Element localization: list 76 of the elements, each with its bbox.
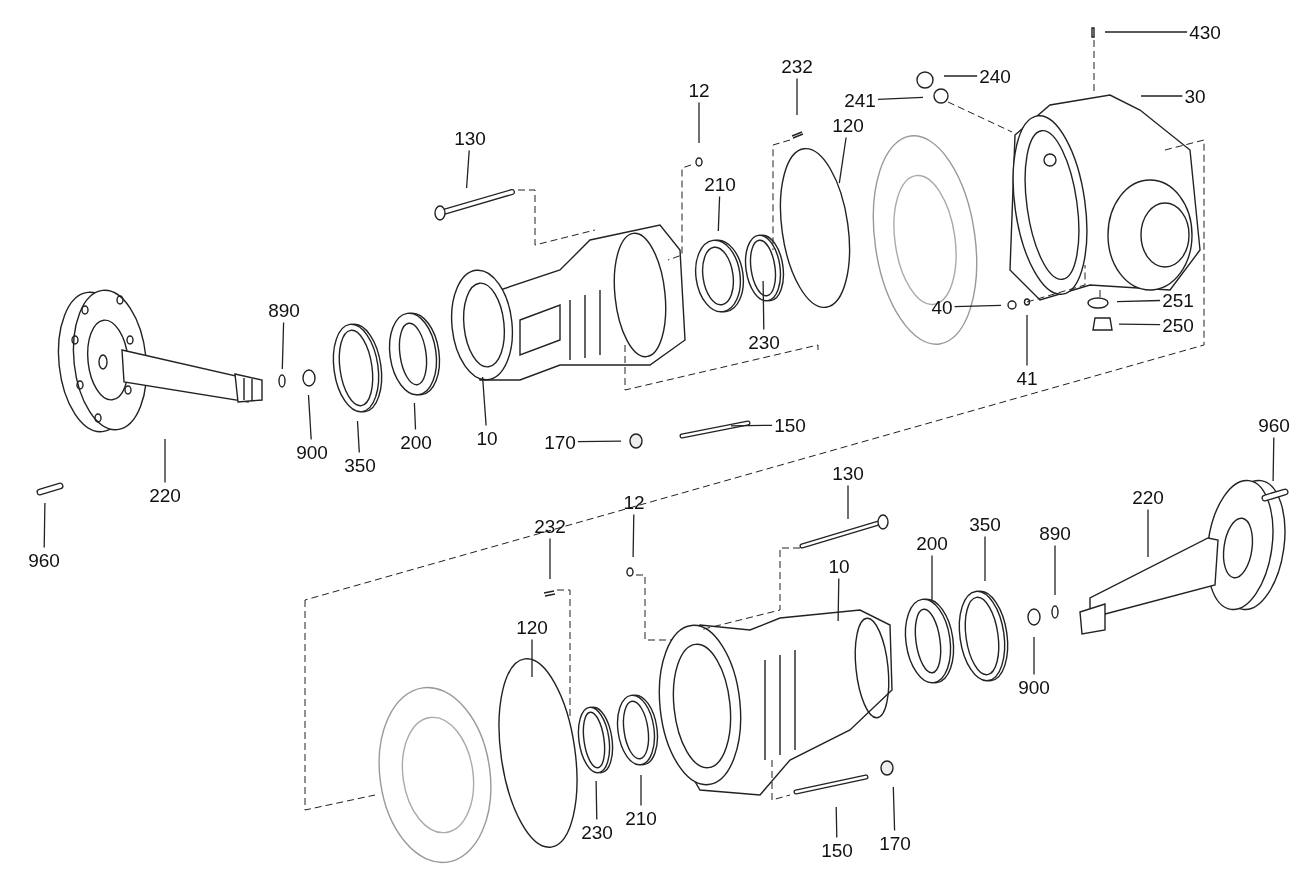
leader-line <box>1147 508 1149 558</box>
callout-number: 220 <box>1132 486 1164 508</box>
leader-line <box>762 280 765 331</box>
callout-number: 251 <box>1162 289 1194 311</box>
callout-number: 232 <box>781 55 813 77</box>
leader-line <box>164 438 166 484</box>
callout-number: 150 <box>774 414 806 436</box>
callout-number: 170 <box>879 832 911 854</box>
leader-line <box>1033 636 1035 676</box>
callout-number: 12 <box>688 79 710 101</box>
callout-number: 900 <box>296 441 328 463</box>
callout-number: 430 <box>1189 21 1221 43</box>
callout-number: 230 <box>748 331 780 353</box>
leader-line <box>413 402 417 431</box>
callout-number: 241 <box>844 89 876 111</box>
callout-number: 130 <box>454 127 486 149</box>
callout-number: 350 <box>969 513 1001 535</box>
callout-number: 890 <box>268 299 300 321</box>
leader-line <box>531 638 533 678</box>
leader-line <box>931 554 933 602</box>
callout-number: 960 <box>1258 414 1290 436</box>
leader-line <box>595 780 598 821</box>
leader-line <box>1118 323 1161 326</box>
callout-number: 150 <box>821 839 853 861</box>
leader-line <box>1272 436 1275 482</box>
leader-line <box>640 774 642 807</box>
callout-number: 232 <box>534 515 566 537</box>
leader-line <box>837 577 840 622</box>
leader-line <box>356 420 360 454</box>
leader-line <box>1116 299 1161 303</box>
callout-number: 210 <box>704 173 736 195</box>
callout-number: 200 <box>400 431 432 453</box>
leader-line <box>717 195 721 232</box>
leader-line <box>1054 544 1056 596</box>
leader-line <box>43 502 46 549</box>
leader-line <box>984 535 986 582</box>
leader-line <box>1140 95 1184 97</box>
leader-line <box>307 394 312 441</box>
callout-number: 960 <box>28 549 60 571</box>
leader-line <box>549 537 551 580</box>
leader-line <box>1104 31 1188 33</box>
callout-number: 900 <box>1018 676 1050 698</box>
callout-number: 130 <box>832 462 864 484</box>
leader-line <box>796 77 798 116</box>
callout-number: 120 <box>516 616 548 638</box>
leader-line <box>847 484 849 520</box>
callout-number: 170 <box>544 431 576 453</box>
callout-number: 890 <box>1039 522 1071 544</box>
leader-line <box>698 101 700 144</box>
callout-number: 12 <box>623 491 645 513</box>
leader-line <box>632 513 635 558</box>
leader-line <box>577 440 622 443</box>
callout-number: 220 <box>149 484 181 506</box>
callout-number: 30 <box>1184 85 1206 107</box>
leader-line <box>835 806 838 839</box>
callout-number: 10 <box>476 427 498 449</box>
leader-line <box>877 96 924 100</box>
callout-number: 200 <box>916 532 948 554</box>
leader-line <box>481 376 487 427</box>
callout-number: 250 <box>1162 314 1194 336</box>
callout-number: 240 <box>979 65 1011 87</box>
leader-line <box>892 786 896 832</box>
callout-number: 40 <box>931 296 953 318</box>
callout-number: 41 <box>1016 367 1038 389</box>
leader-line <box>465 149 470 189</box>
leader-line <box>730 424 773 427</box>
callout-number: 210 <box>625 807 657 829</box>
callout-number: 350 <box>344 454 376 476</box>
leader-line <box>943 75 978 77</box>
leader-line <box>281 321 285 370</box>
callout-number: 10 <box>828 555 850 577</box>
callout-number: 230 <box>581 821 613 843</box>
leader-line <box>838 136 847 184</box>
leader-line <box>953 304 1002 308</box>
callout-number: 120 <box>832 114 864 136</box>
leader-line <box>1026 314 1028 367</box>
